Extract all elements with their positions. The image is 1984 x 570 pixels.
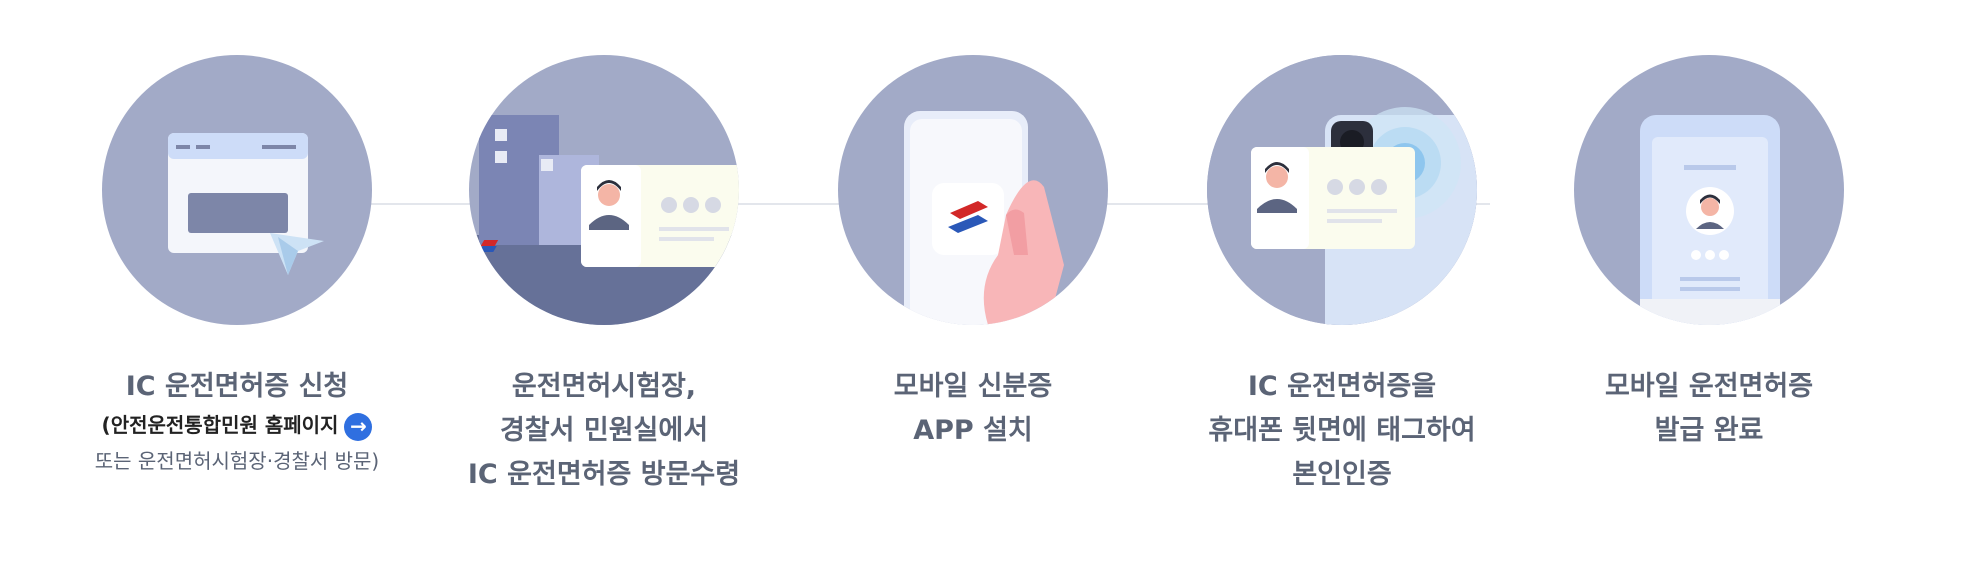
safe-driving-portal-link[interactable]: 안전운전통합민원 홈페이지 <box>111 413 339 437</box>
step-4-line2: 휴대폰 뒷면에 태그하여 <box>1197 409 1487 453</box>
step-3: 모바일 신분증 APP 설치 <box>828 55 1118 453</box>
step-2-line3: IC 운전면허증 방문수령 <box>459 453 749 497</box>
step-4-line1: IC 운전면허증을 <box>1197 365 1487 409</box>
mobile-license-complete-icon <box>1574 55 1844 325</box>
step-3-line2: APP 설치 <box>828 409 1118 453</box>
browser-window-icon <box>102 55 372 325</box>
step-3-line1: 모바일 신분증 <box>828 365 1118 409</box>
arrow-right-icon[interactable]: → <box>344 413 372 441</box>
step-5: 모바일 운전면허증 발급 완료 <box>1564 55 1854 453</box>
license-card-building-icon <box>469 55 739 325</box>
step-1-link-line: (안전운전통합민원 홈페이지→ <box>92 409 382 441</box>
step-2: 운전면허시험장, 경찰서 민원실에서 IC 운전면허증 방문수령 <box>459 55 749 497</box>
nfc-tag-icon <box>1207 55 1477 325</box>
step-2-line1: 운전면허시험장, <box>459 365 749 409</box>
step-4: IC 운전면허증을 휴대폰 뒷면에 태그하여 본인인증 <box>1197 55 1487 497</box>
step-4-line3: 본인인증 <box>1197 453 1487 497</box>
step-5-line2: 발급 완료 <box>1564 409 1854 453</box>
step-1: IC 운전면허증 신청 (안전운전통합민원 홈페이지→ 또는 운전면허시험장·경… <box>92 55 382 481</box>
step-1-title: IC 운전면허증 신청 <box>92 365 382 409</box>
open-paren: ( <box>102 413 111 437</box>
step-2-line2: 경찰서 민원실에서 <box>459 409 749 453</box>
phone-app-install-icon <box>838 55 1108 325</box>
step-1-subtext: 또는 운전면허시험장·경찰서 방문) <box>92 441 382 481</box>
step-5-line1: 모바일 운전면허증 <box>1564 365 1854 409</box>
